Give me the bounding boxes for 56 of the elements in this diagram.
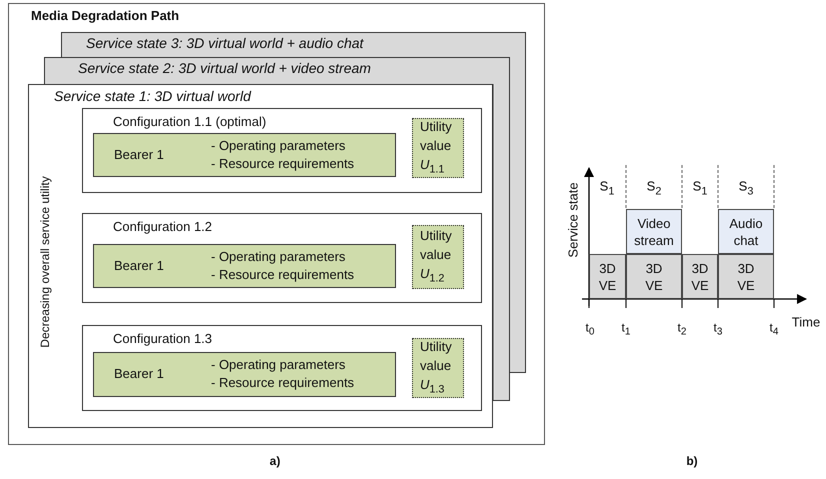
bearer-name: Bearer 1 — [114, 147, 164, 162]
state-label: S$_{1}$ — [600, 178, 614, 198]
utility-value-box — [412, 118, 464, 178]
bearer-item: - Operating parameters — [211, 357, 346, 372]
state-title: Service state 1: 3D virtual world — [54, 88, 251, 104]
bearer-item: - Resource requirements — [211, 156, 354, 171]
state-label: S$_{3}$ — [738, 178, 754, 198]
block-label: 3D VE — [598, 260, 618, 294]
media-label: Video stream — [633, 214, 675, 248]
configuration-box — [82, 108, 482, 193]
media-block — [626, 209, 682, 254]
base-state-block — [626, 254, 682, 299]
bearer-box — [93, 133, 396, 177]
media-block — [718, 209, 774, 254]
base-state-block — [718, 254, 774, 299]
bearer-item: - Resource requirements — [211, 375, 354, 390]
bearer-item: - Operating parameters — [211, 249, 346, 264]
panel-frame — [8, 3, 545, 445]
utility-value-box — [412, 338, 464, 398]
configuration-title: Configuration 1.2 — [113, 219, 212, 234]
time-tick-label: t$_{4}$ — [770, 320, 778, 338]
bearer-name: Bearer 1 — [114, 366, 164, 381]
block-label: 3D VE — [690, 260, 710, 294]
time-tick-label: t$_{0}$ — [586, 320, 594, 338]
state-title: Service state 2: 3D virtual world + video stream — [78, 60, 371, 76]
media-label: Audio chat — [728, 214, 764, 248]
state-label: S$_{2}$ — [646, 178, 662, 198]
utility-value-text: Utility value U$_{1.3}$ — [419, 338, 453, 398]
configuration-box — [82, 325, 482, 411]
state-label: S$_{1}$ — [692, 178, 708, 198]
bearer-name: Bearer 1 — [114, 258, 164, 273]
block-label: 3D VE — [736, 260, 756, 294]
block-label: 3D VE — [644, 260, 664, 294]
panel-title: Media Degradation Path — [31, 8, 180, 23]
axis-title: Decreasing overall service utility — [38, 176, 52, 348]
configuration-title: Configuration 1.1 (optimal) — [113, 114, 266, 129]
bearer-box — [93, 244, 396, 288]
base-state-block — [682, 254, 718, 299]
bearer-item: - Operating parameters — [211, 138, 346, 153]
time-tick-label: t$_{2}$ — [678, 320, 686, 338]
utility-value-box — [412, 225, 464, 289]
service-state-card — [28, 84, 493, 428]
bearer-box — [93, 352, 396, 397]
axis-title: Service state — [566, 182, 580, 258]
panel-caption: a) — [270, 454, 280, 468]
bearer-item: - Resource requirements — [211, 267, 354, 282]
utility-value-text: Utility value U$_{1.1}$ — [419, 118, 453, 178]
state-title: Service state 3: 3D virtual world + audio chat — [86, 35, 364, 51]
utility-value-text: Utility value U$_{1.2}$ — [419, 226, 453, 286]
time-tick-label: t$_{3}$ — [714, 320, 722, 338]
base-state-block — [589, 254, 626, 299]
configuration-box — [82, 213, 482, 303]
axis-title: Time — [792, 314, 820, 330]
time-tick-label: t$_{1}$ — [622, 320, 630, 338]
configuration-title: Configuration 1.3 — [113, 331, 212, 346]
panel-caption: b) — [686, 454, 698, 468]
